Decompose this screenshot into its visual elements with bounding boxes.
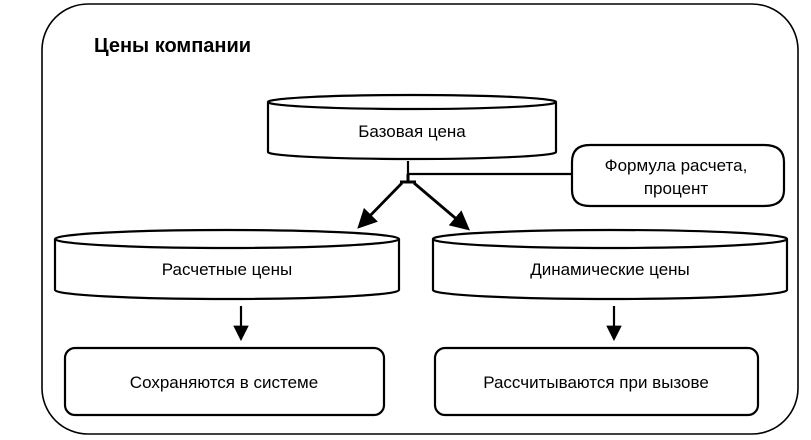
formula-line-2: процент	[644, 179, 709, 198]
diagram-title: Цены компании	[94, 35, 251, 57]
stored-in-system-label: Сохраняются в системе	[130, 373, 318, 392]
computed-on-call-node: Рассчитываются при вызове	[433, 346, 760, 417]
base-price-label: Базовая цена	[358, 122, 466, 141]
dynamic-prices-label: Динамические цены	[530, 260, 690, 279]
stored-in-system-node: Сохраняются в системе	[63, 346, 386, 417]
arrow-to-calculated	[357, 182, 404, 229]
formula-line-1: Формула расчета,	[605, 156, 748, 175]
calculated-prices-node: Расчетные цены	[53, 228, 401, 301]
arrow-to-dynamic	[413, 181, 470, 231]
branch-arrows	[357, 174, 470, 231]
dynamic-prices-node: Динамические цены	[431, 228, 789, 301]
calculated-prices-label: Расчетные цены	[162, 260, 292, 279]
computed-on-call-label: Рассчитываются при вызове	[483, 373, 709, 392]
base-price-node: Базовая цена	[266, 93, 558, 161]
formula-callout: Формула расчета, процент	[570, 143, 786, 208]
